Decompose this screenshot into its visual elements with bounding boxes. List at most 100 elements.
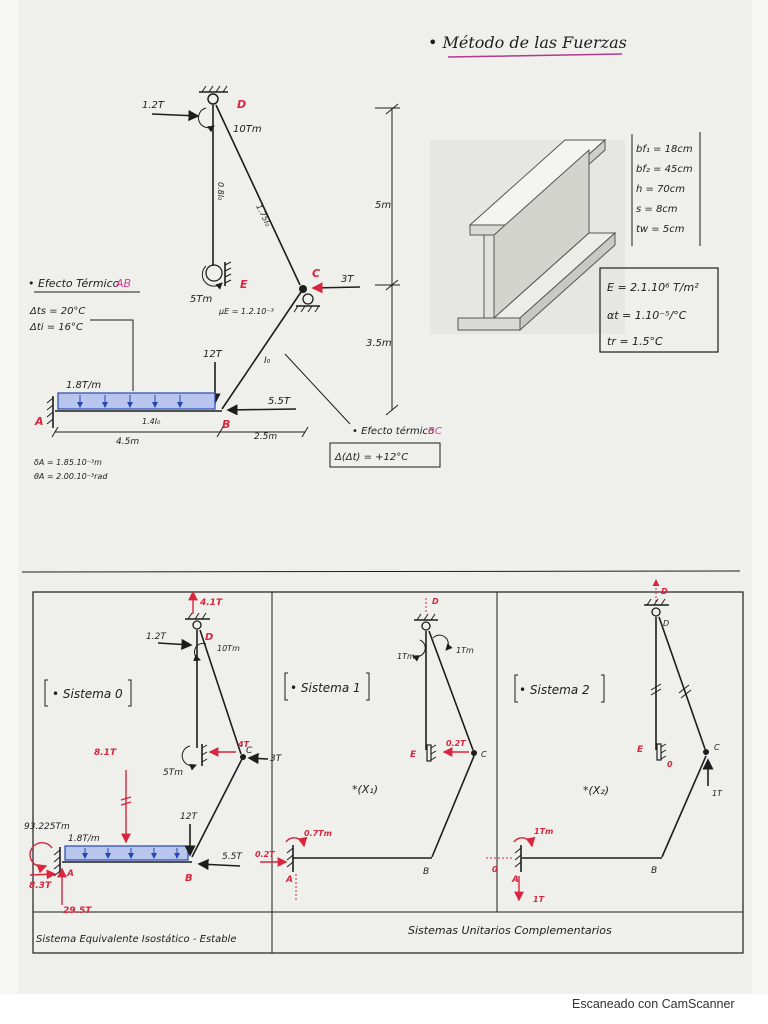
sistema-0-force-B-horizontal-arrow (197, 858, 241, 871)
dim-BC-length-label: 2.5m (254, 432, 277, 442)
sistema-1-moment-D-left: 1Tm (397, 652, 415, 661)
sistema-1-node-E: E (410, 750, 417, 760)
sistema-0-force-D-arrow (157, 638, 193, 651)
sistema-0-distributed-load-arrows (82, 848, 180, 859)
sistema-2-unknown: *(X₂) (583, 784, 609, 797)
sistema-0-node-D: D (205, 632, 213, 643)
sistema-1-node-A: A (285, 875, 293, 885)
unitary-systems-label: Sistemas Unitarios Complementarios (408, 924, 612, 937)
section-divider (21, 570, 741, 573)
node-D-label: D (237, 98, 246, 111)
sistema-2-node-B: B (651, 866, 657, 876)
material-E: E = 2.1.10⁶ T/m² (607, 281, 699, 294)
camscanner-watermark: Escaneado con CamScanner (572, 997, 735, 1011)
support-E (205, 261, 232, 286)
support-A (46, 396, 54, 428)
sistema-2-node-D-top: D (661, 587, 668, 596)
horizontal-dimension (51, 426, 309, 438)
sistema-0-node-B: B (185, 873, 193, 884)
dim-AB-length-label: 4.5m (116, 437, 139, 447)
distributed-load-label: 1.8T/m (66, 380, 101, 391)
force-C-label: 3T (341, 274, 354, 285)
section-s: s = 8cm (636, 204, 678, 215)
sistema-2-title: • Sistema 2 (519, 683, 590, 697)
sistema-0-force-D-label: 1.2T (146, 632, 167, 642)
dim-lower-height-label: 3.5m (366, 338, 392, 349)
inertia-CB-label: I₀ (264, 356, 271, 366)
thermal-BC-box (329, 442, 441, 468)
thermal-BC-heading: • Efecto térmico (352, 425, 434, 437)
member-DC (215, 104, 301, 286)
sistema-0-reaction-A-horizontal-arrow (29, 869, 57, 880)
node-B-label: B (222, 418, 230, 431)
thermal-BC-leader (284, 353, 351, 425)
moment-E-arc (201, 265, 223, 290)
force-B-horizontal-label: 5.5T (268, 396, 291, 407)
distributed-load-block (57, 392, 216, 410)
material-alpha: αt = 1.10⁻⁵/°C (607, 309, 687, 322)
moment-D-arc (197, 107, 215, 133)
sistema-0-node-C-dot (240, 754, 246, 760)
sistema-0-force-C-arrow (247, 752, 269, 765)
material-tr: tr = 1.5°C (607, 335, 663, 348)
sistema-2-support-E (656, 743, 667, 761)
section-tw: tw = 5cm (636, 224, 685, 235)
sistema-1-node-B: B (423, 867, 429, 877)
sistema-0-support-E (201, 744, 208, 766)
sistema-2-member-DC (658, 616, 706, 750)
sistema-1-force-C-label: 0.2T (446, 739, 466, 748)
sistema-1-member-DC (428, 630, 474, 751)
sistema-0-force-B-vertical-label: 12T (180, 812, 198, 822)
sistema-2-member-CB (661, 755, 707, 858)
sistema-2: • Sistema 2 D D E 0 C (486, 579, 723, 904)
dim-upper-height-label: 5m (375, 200, 391, 211)
thermal-BC-member: BC (428, 426, 442, 437)
sistema-1-member-CB (431, 755, 475, 858)
thermal-AB-top: Δts = 20°C (29, 306, 85, 317)
sistema-0-moment-A-arc (29, 841, 53, 874)
systems-table (32, 591, 744, 954)
node-C-label: C (312, 267, 320, 280)
sistema-2-force-A-label: 1T (533, 895, 545, 904)
sistema-1-node-D: D (432, 597, 439, 606)
sistema-0-distributed-load-label: 1.8T/m (68, 834, 100, 844)
material-properties-box: E = 2.1.10⁶ T/m² αt = 1.10⁻⁵/°C tr = 1.5… (599, 267, 719, 353)
rotation-E-label: μE = 1.2.10⁻³ (218, 307, 274, 316)
thermal-effect-AB: • Efecto Térmico AB Δts = 20°C Δti = 16°… (28, 277, 140, 391)
isostatic-system-label: Sistema Equivalente Isostático - Estable (36, 933, 236, 945)
sistema-1-moment-D-right-arc (432, 634, 453, 651)
sistema-1: • Sistema 1 D 1Tm 1Tm E 0.2T C *(X₁) (255, 596, 487, 902)
sistema-0-resultant-label: 8.1T (94, 748, 117, 758)
thermal-AB-bottom: Δti = 16°C (29, 322, 83, 333)
sistema-0-reaction-A-horizontal-label: 8.3T (29, 881, 52, 891)
force-B-vertical-label: 12T (203, 349, 223, 360)
moment-E-label: 5Tm (190, 294, 212, 305)
section-h: h = 70cm (636, 184, 685, 195)
sistema-1-moment-D-right: 1Tm (456, 646, 474, 655)
sistema-2-node-C: C (714, 743, 720, 752)
settlement-A-label: δA = 1.85.10⁻³m (34, 458, 102, 467)
sistema-2-release-marks (650, 683, 692, 699)
sistema-1-support-A (286, 845, 297, 902)
sistema-0-reaction-D-label: 4.1T (199, 598, 223, 608)
sistema-0-title: • Sistema 0 (52, 687, 123, 701)
thermal-AB-heading: • Efecto Térmico (28, 277, 120, 290)
sistema-2-node-D: D (663, 619, 669, 628)
support-C (293, 293, 320, 313)
support-D (199, 85, 228, 105)
thermal-AB-leader (90, 319, 134, 391)
sistema-0-moment-E-arc (181, 745, 197, 771)
sistema-0: • Sistema 0 4.1T 1.2T D 10Tm 5Tm 4T C (24, 590, 283, 916)
sistema-1-moment-A: 0.7Tm (304, 829, 332, 838)
inertia-DE-label: 0.8I₀ (216, 182, 225, 201)
sistema-2-zero-E: 0 (667, 760, 673, 769)
sistema-0-force-B-horizontal-label: 5.5T (222, 852, 243, 862)
node-C-dot (299, 285, 307, 293)
sistema-0-distributed-load-block (64, 845, 189, 861)
thermal-BC-value: Δ(Δt) = +12°C (334, 452, 408, 463)
force-B-horizontal-arrow (226, 404, 297, 416)
force-D-arrow (151, 109, 200, 122)
sistema-2-node-A: A (511, 875, 519, 885)
sistema-2-zero-A: 0 (492, 865, 498, 874)
